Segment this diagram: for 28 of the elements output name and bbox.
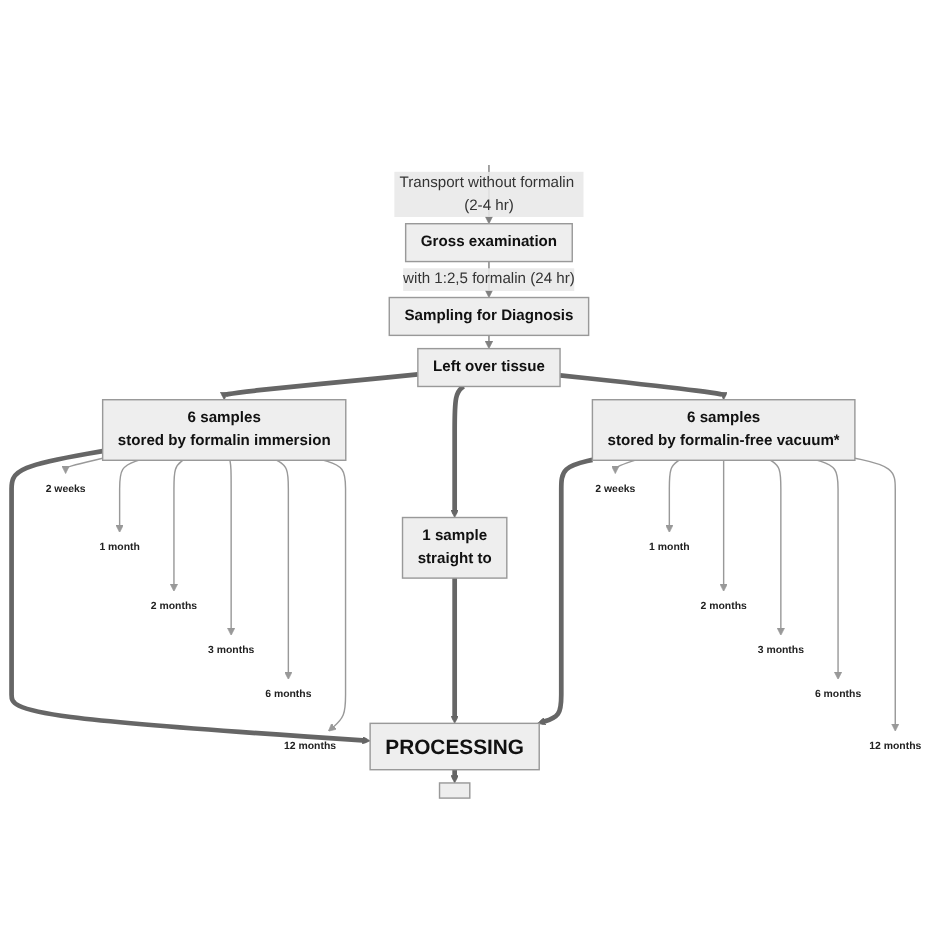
- arrow: [227, 459, 236, 636]
- arrow: [323, 459, 347, 732]
- arrow: [450, 384, 465, 518]
- arrow: [484, 334, 494, 349]
- arrow: [9, 448, 371, 745]
- arrow: [665, 459, 680, 533]
- node-box: [388, 296, 590, 337]
- arrow: [450, 576, 459, 724]
- node-box: [417, 347, 561, 388]
- arrow: [816, 459, 843, 680]
- arrow: [559, 372, 728, 401]
- arrow: [169, 459, 184, 592]
- arrow: [115, 459, 140, 533]
- node-box: [591, 399, 856, 461]
- node-box: [438, 782, 471, 799]
- node-box: [401, 516, 508, 579]
- arrow: [611, 459, 636, 474]
- node-box: [369, 722, 540, 771]
- arrow: [769, 459, 785, 636]
- arrow: [220, 372, 419, 401]
- arrow: [537, 457, 593, 726]
- arrow: [61, 457, 104, 474]
- arrow: [854, 457, 900, 732]
- node-box: [101, 399, 347, 461]
- arrow: [276, 459, 293, 680]
- arrow: [450, 768, 459, 784]
- node-box: [404, 223, 573, 263]
- arrow: [719, 459, 728, 592]
